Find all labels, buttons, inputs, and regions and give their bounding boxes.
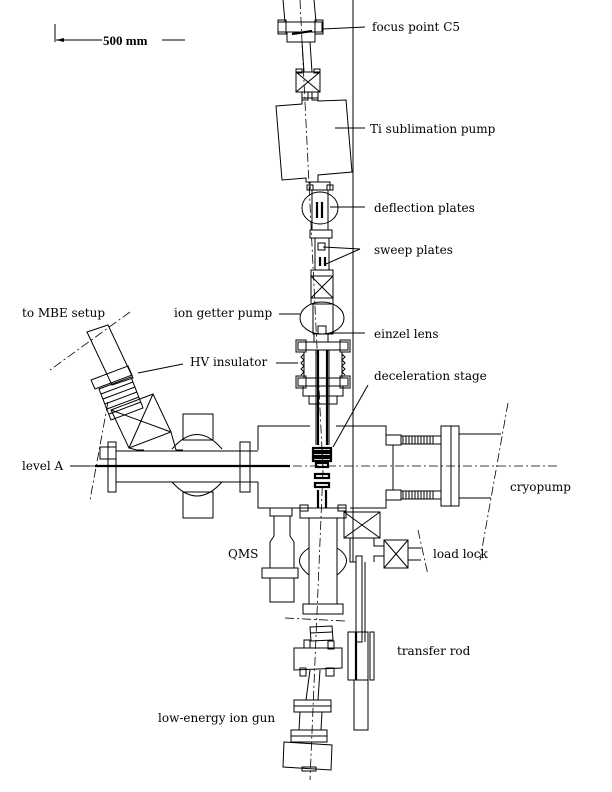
cryopump-boundary-line bbox=[479, 402, 509, 561]
transfer-rod bbox=[347, 0, 375, 731]
load-lock-section bbox=[343, 511, 421, 569]
mbe-arm bbox=[86, 324, 183, 451]
left-beamline bbox=[95, 413, 290, 519]
gate-valve-top bbox=[295, 68, 321, 101]
label-low-energy-ion-gun: low-energy ion gun bbox=[158, 711, 275, 725]
label-ion-getter-pump: ion getter pump bbox=[174, 306, 272, 320]
sweep-plates-section bbox=[310, 237, 334, 277]
label-hv-insulator: HV insulator bbox=[190, 355, 267, 369]
ion-getter-pump bbox=[299, 301, 345, 335]
scale-bar: 500 mm bbox=[54, 24, 185, 48]
label-deflection-plates: deflection plates bbox=[374, 201, 475, 215]
upper-bellows-ribs bbox=[401, 435, 441, 445]
mbe-direction-line bbox=[49, 311, 131, 371]
scale-bar-label: 500 mm bbox=[103, 33, 148, 48]
label-ti-sublimation-pump: Ti sublimation pump bbox=[370, 122, 496, 136]
label-to-mbe-setup: to MBE setup bbox=[22, 306, 105, 320]
label-deceleration-stage: deceleration stage bbox=[374, 369, 487, 383]
label-transfer-rod: transfer rod bbox=[397, 644, 471, 658]
beam-axis-lower bbox=[309, 469, 324, 781]
load-lock-boundary-line bbox=[417, 529, 429, 576]
leader-lines bbox=[70, 26, 369, 467]
labels: focus point C5 Ti sublimation pump defle… bbox=[22, 20, 571, 725]
gate-valve-mid bbox=[310, 275, 334, 305]
label-sweep-plates: sweep plates bbox=[374, 243, 453, 257]
lower-column bbox=[299, 490, 347, 615]
lower-bellows-ribs bbox=[401, 490, 441, 500]
mbe-boundary-line bbox=[89, 401, 109, 501]
ti-sublimation-pump bbox=[275, 97, 353, 183]
deflection-chamber bbox=[301, 181, 339, 239]
qms bbox=[261, 507, 299, 603]
ion-gun-boundary-line bbox=[284, 617, 346, 622]
beam-axis-vertical bbox=[299, 0, 324, 471]
label-einzel-lens: einzel lens bbox=[374, 327, 439, 341]
low-energy-ion-gun bbox=[282, 625, 343, 772]
label-cryopump: cryopump bbox=[510, 480, 571, 494]
deceleration-rings bbox=[311, 446, 333, 489]
label-focus-point-c5: focus point C5 bbox=[372, 20, 460, 34]
deceleration-column bbox=[295, 339, 351, 445]
focus-point-c5-section bbox=[277, 0, 324, 73]
label-level-a: level A bbox=[22, 459, 63, 473]
label-load-lock: load lock bbox=[433, 547, 488, 561]
cryopump-bellows bbox=[385, 425, 501, 507]
label-qms: QMS bbox=[228, 547, 258, 561]
